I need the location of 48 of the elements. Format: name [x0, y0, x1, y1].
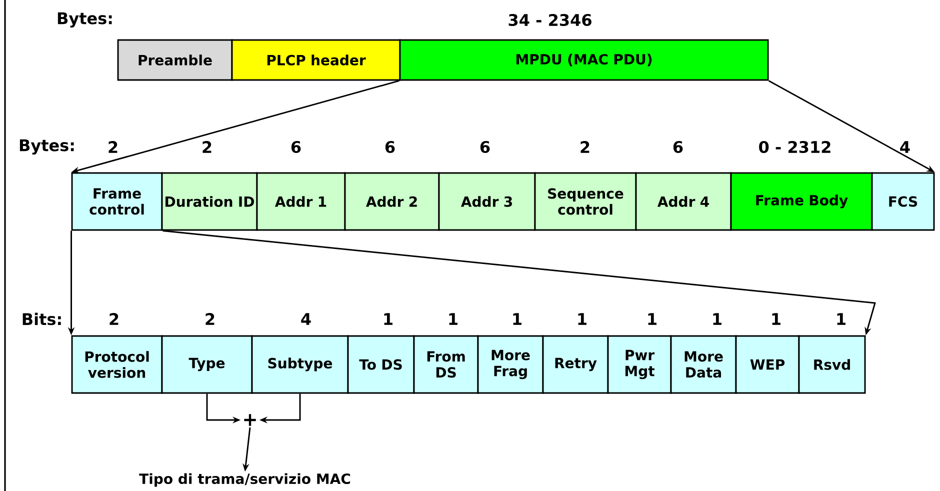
field-box: WEP — [735, 335, 800, 394]
size-label: 6 — [480, 140, 490, 154]
size-label: 1 — [578, 313, 586, 325]
size-label: 2 — [206, 313, 214, 325]
field-box: Addr 2 — [344, 172, 440, 231]
field-box: To DS — [347, 335, 415, 394]
result-text: Tipo di trama/servizio MAC — [139, 473, 350, 487]
row-label: Bytes: — [20, 139, 74, 155]
size-label: 4 — [900, 141, 910, 153]
size-label: 1 — [648, 313, 656, 325]
field-box: FCS — [871, 172, 935, 231]
field-box: MPDU (MAC PDU) — [399, 39, 769, 81]
size-label: 6 — [673, 140, 683, 154]
size-label: 1 — [513, 313, 522, 325]
size-label: 6 — [385, 140, 395, 154]
field-box: Sequence control — [534, 172, 637, 231]
field-box: Type — [161, 335, 253, 394]
field-box: Preamble — [117, 39, 233, 81]
field-box: Frame Body — [730, 172, 873, 231]
field-box: Frame control — [71, 172, 163, 231]
size-label: 1 — [713, 313, 722, 325]
field-box: Addr 3 — [438, 172, 536, 231]
size-label: 4 — [301, 313, 311, 325]
field-box: Pwr Mgt — [607, 335, 672, 394]
field-box: From DS — [413, 335, 479, 394]
field-box: PLCP header — [231, 39, 401, 81]
field-box: More Frag — [477, 335, 544, 394]
size-label: 2 — [580, 141, 590, 153]
field-box: Addr 1 — [256, 172, 346, 231]
row-label: Bytes: — [58, 12, 112, 28]
size-label: 1 — [384, 313, 392, 325]
field-box: More Data — [670, 335, 737, 394]
plus-sign: + — [244, 414, 256, 426]
size-label: 1 — [449, 313, 458, 325]
size-label: 0 - 2312 — [759, 140, 830, 154]
size-label: 6 — [291, 140, 301, 154]
field-box: Protocol version — [71, 335, 163, 394]
size-label: 2 — [108, 141, 118, 153]
field-box: Addr 4 — [635, 172, 732, 231]
field-box: Subtype — [251, 335, 349, 394]
size-label: 1 — [837, 313, 846, 325]
field-box: Duration ID — [161, 172, 258, 231]
size-label: 1 — [772, 313, 780, 325]
field-box: Rsvd — [798, 335, 866, 394]
size-label: 2 — [202, 141, 212, 153]
row-label: Bits: — [22, 312, 61, 326]
size-label: 2 — [110, 313, 118, 325]
field-box: Retry — [542, 335, 609, 394]
